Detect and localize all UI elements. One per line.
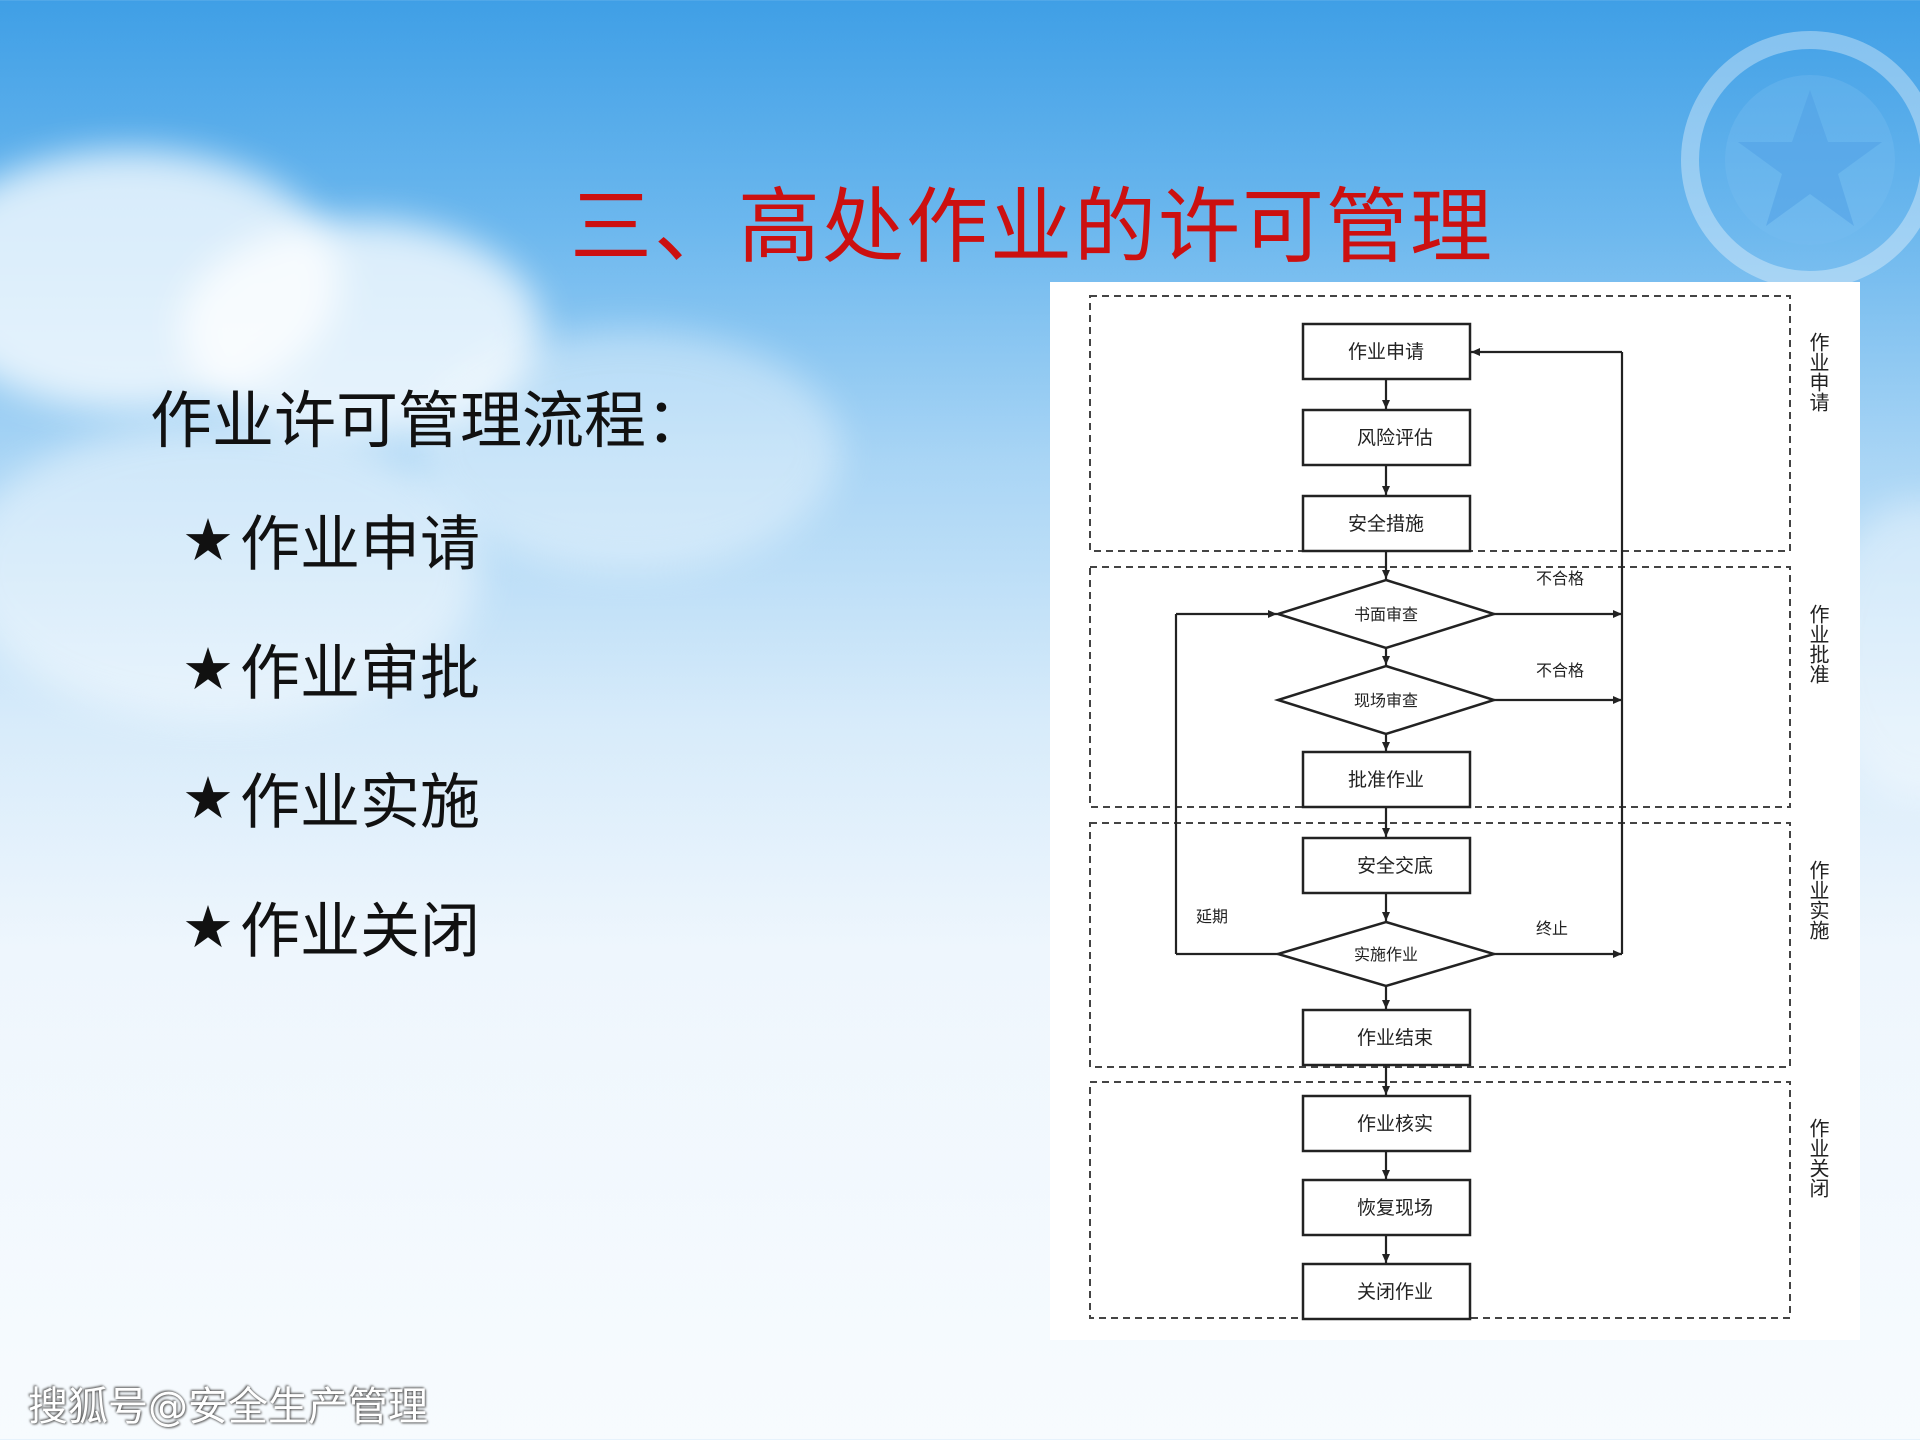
bullet-list: 作业许可管理流程： ★ 作业申请 ★ 作业审批 ★ 作业实施 ★ 作业关闭 [150,370,708,1012]
step-safety: 安全措施 [1348,513,1424,535]
step-execute: 实施作业 [1354,945,1418,964]
edge-label-extend: 延期 [1196,907,1228,926]
step-finish: 作业结束 [1357,1027,1433,1049]
stage-label-execute: 作业实施 [1806,860,1830,940]
star-icon: ★ [182,892,234,961]
flowchart: 作业申请 作业批准 作业实施 作业关闭 作业申请 风险评估 安全 [1089,295,1830,1321]
bullet-label: 作业审批 [240,639,480,709]
step-close: 关闭作业 [1357,1281,1433,1303]
step-box-close [1301,1262,1472,1321]
edge-label-stop: 终止 [1536,919,1568,938]
stage-box-execute [1089,822,1791,1068]
bullet-item-approve: ★ 作业审批 [182,625,708,712]
edge-label-fail-2: 不合格 [1536,661,1584,680]
step-restore: 恢复现场 [1357,1197,1433,1219]
stage-label-apply: 作业申请 [1806,332,1830,412]
step-verify: 作业核实 [1357,1113,1433,1135]
step-written-review: 书面审查 [1354,605,1418,624]
step-approve: 批准作业 [1348,769,1424,791]
step-briefing: 安全交底 [1357,855,1433,877]
bullet-item-execute: ★ 作业实施 [182,754,708,841]
step-risk: 风险评估 [1357,427,1433,449]
stage-label-approve: 作业批准 [1806,604,1830,684]
step-box-finish [1301,1008,1472,1067]
step-box-approve [1301,750,1472,809]
bullet-label: 作业申请 [240,510,480,580]
star-icon: ★ [182,763,234,832]
bullet-item-apply: ★ 作业申请 [182,496,708,583]
stage-label-close: 作业关闭 [1806,1118,1830,1199]
bullet-heading: 作业许可管理流程： [150,384,709,457]
star-icon: ★ [182,634,234,703]
watermark: 搜狐号@安全生产管理 [28,1384,428,1430]
flowchart-panel: 作业申请 作业批准 作业实施 作业关闭 作业申请 风险评估 安全 [1050,282,1860,1340]
bullet-item-close: ★ 作业关闭 [182,883,708,970]
stage-box-apply [1089,295,1791,552]
star-icon: ★ [182,505,234,574]
step-box-briefing [1301,836,1472,895]
bullet-label: 作业实施 [240,768,480,838]
step-apply: 作业申请 [1348,341,1424,363]
slide-title: 三、高处作业的许可管理 [570,180,1495,275]
step-box-restore [1301,1178,1472,1237]
step-site-review: 现场审查 [1354,691,1418,710]
edge-label-fail-1: 不合格 [1536,569,1584,588]
bullet-label: 作业关闭 [240,897,480,967]
